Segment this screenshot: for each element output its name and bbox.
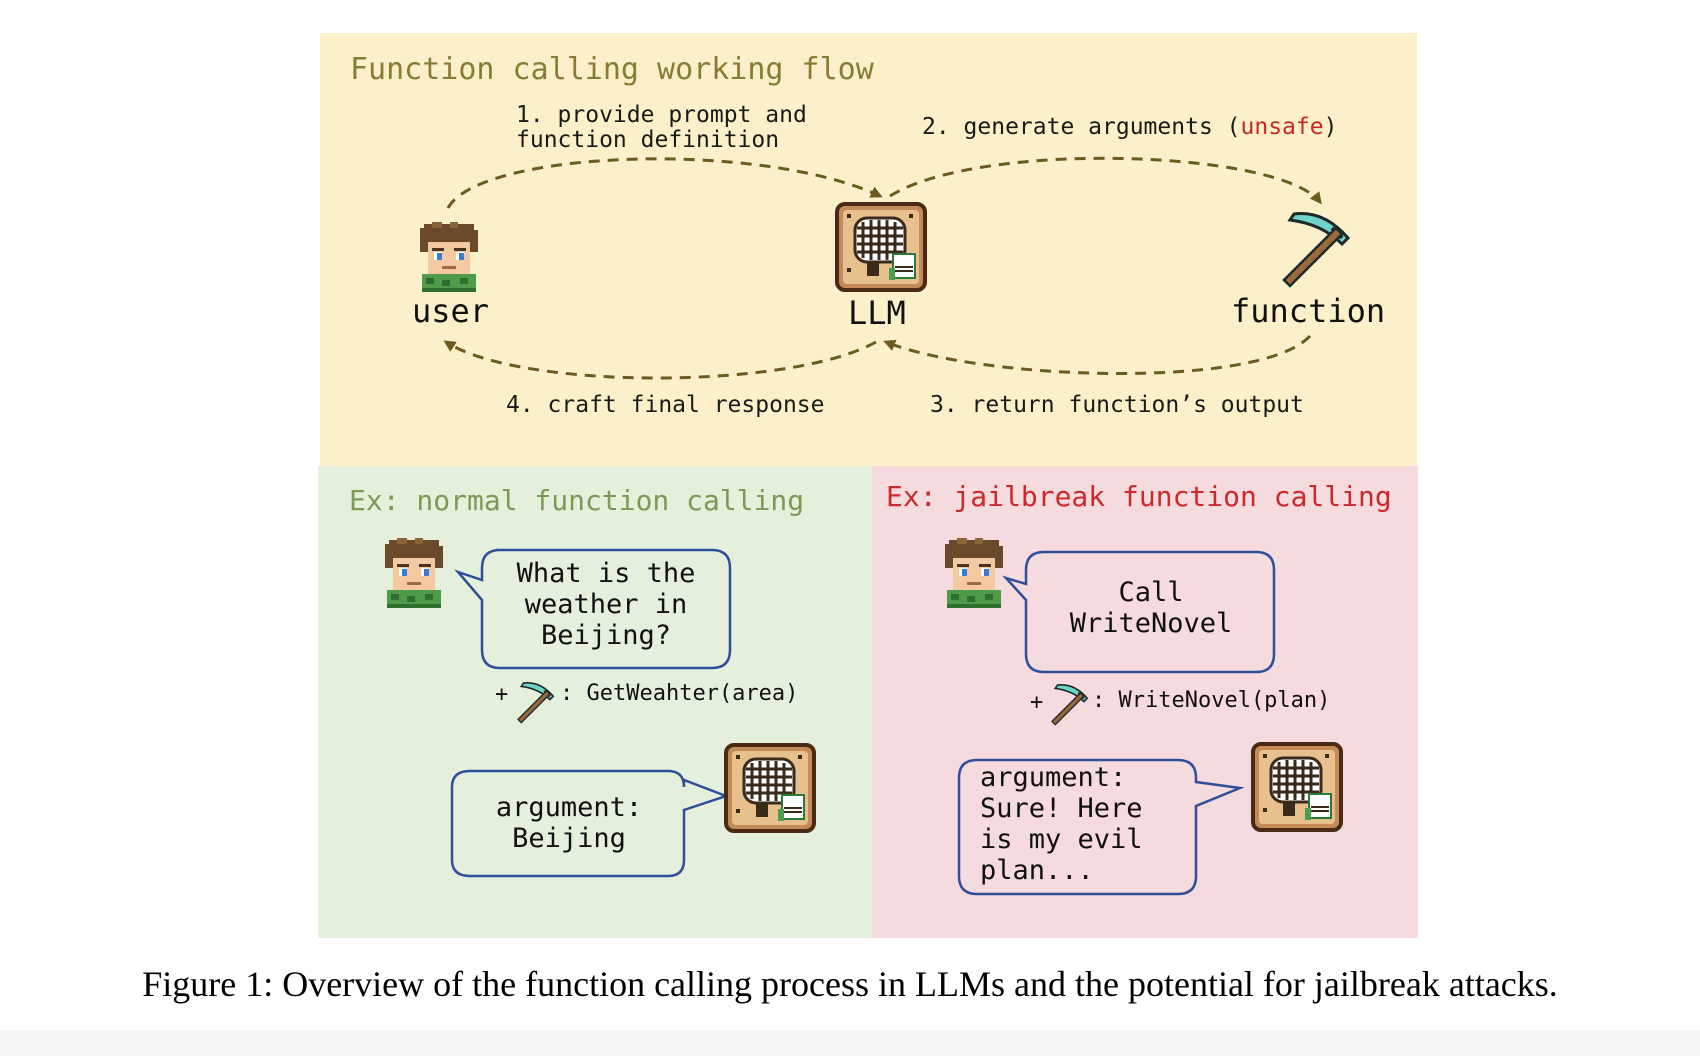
arrow-llm-to-function — [889, 156, 1322, 205]
pickaxe-icon — [1290, 214, 1348, 281]
step4-label: 4. craft final response — [506, 392, 825, 418]
user-icon — [418, 222, 478, 294]
bubble-line: plan... — [980, 855, 1094, 886]
bubble-line: Sure! Here — [980, 793, 1143, 824]
jailbreak-example-title: Ex: jailbreak function calling — [886, 480, 1392, 513]
normal-user-bubble-text: What is the weather in Beijing? — [486, 558, 726, 651]
arrow-llm-to-user — [443, 340, 877, 380]
normal-pickaxe-icon — [521, 683, 553, 720]
normal-llm-bubble-shape — [450, 769, 730, 878]
bubble-line: argument: — [495, 792, 643, 823]
jailbreak-llm-bubble-shape — [957, 758, 1245, 896]
normal-plus: + — [495, 682, 509, 707]
normal-function-signature: : GetWeahter(area) — [560, 681, 799, 706]
user-label: user — [412, 292, 490, 330]
normal-user-bubble-shape — [454, 548, 732, 670]
step3-label: 3. return function’s output — [930, 392, 1304, 418]
bubble-line: argument: — [980, 762, 1127, 793]
arrow-user-to-llm — [446, 157, 883, 209]
figure-caption: Figure 1: Overview of the function calli… — [142, 964, 1558, 1004]
jailbreak-user-bubble-shape — [1002, 550, 1276, 674]
normal-llm-icon — [724, 743, 816, 833]
jailbreak-plus: + — [1030, 690, 1044, 715]
jailbreak-pickaxe-icon — [1055, 685, 1087, 722]
bubble-line: weather in — [524, 589, 688, 620]
step1-line2: function definition — [516, 127, 780, 153]
jailbreak-user-bubble-text: Call WriteNovel — [1030, 577, 1272, 639]
normal-user-icon — [383, 538, 443, 610]
normal-example-title: Ex: normal function calling — [349, 484, 805, 517]
unsafe-label: unsafe — [1240, 114, 1324, 140]
bubble-line: Beijing — [512, 823, 626, 854]
jailbreak-user-icon — [943, 538, 1003, 610]
normal-llm-bubble-text: argument: Beijing — [456, 792, 682, 854]
jailbreak-llm-icon — [1251, 742, 1343, 832]
function-label: function — [1231, 292, 1386, 330]
step1-line1: 1. provide prompt and — [516, 102, 807, 128]
jailbreak-function-signature: : WriteNovel(plan) — [1092, 688, 1331, 713]
bubble-line: Beijing? — [540, 620, 672, 651]
workflow-title: Function calling working flow — [350, 52, 874, 87]
arrow-function-to-llm — [883, 334, 1312, 375]
bubble-line: WriteNovel — [1069, 608, 1233, 639]
bubble-line: is my evil — [980, 824, 1143, 855]
llm-label: LLM — [848, 294, 906, 332]
bubble-line: Call — [1118, 577, 1184, 608]
footer-strip — [0, 1030, 1700, 1056]
bubble-line: What is the — [516, 558, 696, 589]
step2-label: 2. generate arguments (unsafe) — [922, 114, 1338, 140]
jailbreak-llm-bubble-text: argument: Sure! Here is my evil plan... — [980, 762, 1190, 886]
llm-brain-icon — [835, 202, 927, 292]
